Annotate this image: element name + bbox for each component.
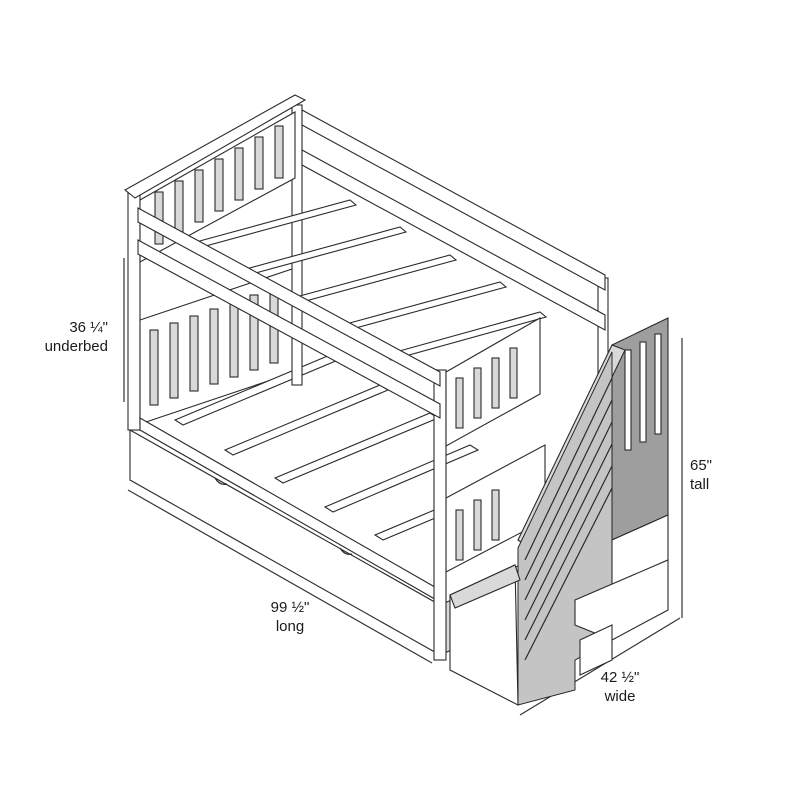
underbed-value: 36 ¼" — [69, 319, 108, 336]
dimension-lines — [123, 258, 683, 716]
lower-footboard-slats — [455, 489, 500, 561]
upper-footboard-slats — [455, 347, 518, 429]
width-value: 42 ½" — [600, 669, 640, 686]
length-value: 99 ½" — [270, 599, 310, 616]
underbed-caption: underbed — [44, 338, 108, 355]
width-caption: wide — [604, 688, 636, 705]
underbed-dimension-label: 36 ¼" underbed — [20, 318, 108, 356]
length-dimension-line — [127, 489, 433, 664]
width-dimension-label: 42 ½" wide — [585, 668, 655, 706]
length-dimension-label: 99 ½" long — [250, 598, 330, 636]
stair-diagonal-slats — [524, 377, 613, 661]
corner-posts — [291, 104, 609, 661]
height-dimension-label: 65" tall — [690, 456, 750, 494]
upper-bunk — [124, 94, 606, 447]
stair-side-slats — [624, 333, 662, 451]
height-value: 65" — [690, 457, 713, 474]
width-dimension-line — [519, 617, 681, 716]
upper-headboard-slats — [154, 125, 284, 245]
upper-slats — [183, 199, 548, 361]
staircase — [449, 317, 669, 706]
length-caption: long — [275, 618, 305, 635]
height-caption: tall — [690, 476, 710, 493]
